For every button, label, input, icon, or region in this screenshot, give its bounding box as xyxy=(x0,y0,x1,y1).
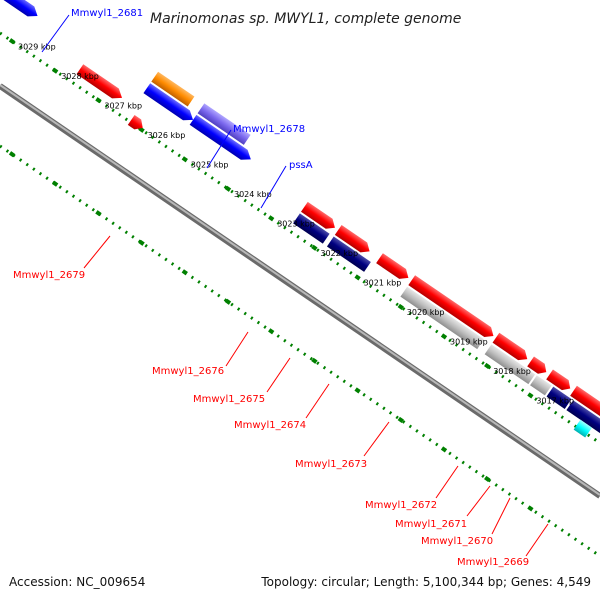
gene-cyan-edge[interactable] xyxy=(573,419,592,438)
gene-mmwyl1-2678[interactable] xyxy=(151,71,195,107)
tick-label: 3029 kbp xyxy=(18,42,56,51)
gene-mmwyl1-2669[interactable] xyxy=(546,369,573,393)
outer-tick xyxy=(440,333,448,340)
outer-tick xyxy=(484,362,491,369)
outer-tick xyxy=(397,303,404,310)
outer-tick xyxy=(527,392,534,399)
gene-mmwyl1-2670-b[interactable] xyxy=(546,386,572,409)
outer-tick xyxy=(95,97,102,104)
inner-tick xyxy=(224,298,232,305)
tick-label: 3019 kbp xyxy=(450,338,488,347)
callout-mmwyl1-2673 xyxy=(363,421,390,457)
outer-tick xyxy=(224,185,232,192)
inner-tick xyxy=(138,239,145,246)
label-mmwyl1-2671[interactable]: Mmwyl1_2671 xyxy=(395,519,467,530)
callout-lines xyxy=(41,14,549,557)
tick-label: 3023 kbp xyxy=(277,219,315,228)
callout-mmwyl1-2669 xyxy=(525,523,549,557)
gene-mmwyl1-2681[interactable] xyxy=(0,0,41,21)
callout-mmwyl1-2678 xyxy=(206,129,232,169)
accession-text: Accession: NC_009654 xyxy=(9,575,145,589)
tick-label: 3026 kbp xyxy=(148,131,186,140)
callout-mmwyl1-2679 xyxy=(83,235,111,269)
inner-tick xyxy=(311,357,318,364)
label-mmwyl1-2670[interactable]: Mmwyl1_2670 xyxy=(421,536,493,547)
gene-mmwyl1-2670[interactable] xyxy=(527,356,549,377)
genome-backbone-highlight xyxy=(0,84,600,496)
tick-label: 3025 kbp xyxy=(191,160,229,169)
callout-mmwyl1-2675 xyxy=(266,357,291,393)
inner-tick xyxy=(95,210,102,217)
outer-tick xyxy=(52,67,59,74)
gene-mmwyl1-2675-b[interactable] xyxy=(326,236,371,272)
callout-mmwyl1-2674 xyxy=(305,383,330,419)
inner-tick xyxy=(397,416,404,423)
inner-tick xyxy=(527,505,534,512)
tick-label: 3020 kbp xyxy=(407,308,445,317)
outer-tick xyxy=(181,156,188,163)
tick-label: 3027 kbp xyxy=(104,101,142,110)
inner-tick xyxy=(181,269,188,276)
callout-mmwyl1-2670 xyxy=(491,497,511,535)
callout-mmwyl1-2671 xyxy=(466,485,491,517)
gene-mmwyl1-2674[interactable] xyxy=(376,253,412,283)
label-mmwyl1-2679[interactable]: Mmwyl1_2679 xyxy=(13,270,85,281)
gene-mmwyl1-2671[interactable] xyxy=(530,375,552,396)
outer-tick xyxy=(311,244,318,251)
outer-tick xyxy=(138,126,145,133)
gene-mmwyl1-2672[interactable] xyxy=(492,332,531,364)
callout-mmwyl1-2676 xyxy=(225,331,249,367)
callout-mmwyl1-2672 xyxy=(435,465,459,499)
inner-tick xyxy=(8,151,16,158)
topology-text: Topology: circular; Length: 5,100,344 bp… xyxy=(260,575,591,589)
label-pssA[interactable]: pssA xyxy=(289,160,313,171)
label-mmwyl1-2669[interactable]: Mmwyl1_2669 xyxy=(457,557,529,568)
gene-mmwyl1-2669-c[interactable] xyxy=(566,400,600,445)
tick-label: 3018 kbp xyxy=(493,367,531,376)
inner-tick xyxy=(52,180,59,187)
inner-tick xyxy=(354,387,361,394)
gene-mmwyl1-2672-b[interactable] xyxy=(484,344,536,385)
gene-mmwyl1-2673[interactable] xyxy=(408,275,497,341)
outer-dotted-ring xyxy=(0,31,600,445)
gene-mmwyl1-2675[interactable] xyxy=(334,224,373,256)
map-title: Marinomonas sp. MWYL1, complete genome xyxy=(150,11,461,27)
label-mmwyl1-2678[interactable]: Mmwyl1_2678 xyxy=(233,124,305,135)
label-mmwyl1-2681[interactable]: Mmwyl1_2681 xyxy=(71,8,143,19)
gene-mmwyl1-2679[interactable] xyxy=(76,64,126,103)
gene-mmwyl1-2676-b[interactable] xyxy=(293,213,330,244)
label-mmwyl1-2674[interactable]: Mmwyl1_2674 xyxy=(234,420,306,431)
label-mmwyl1-2673[interactable]: Mmwyl1_2673 xyxy=(295,459,367,470)
callout-pssA xyxy=(260,165,287,209)
inner-major-ticks xyxy=(8,151,534,512)
gene-pssA-b[interactable] xyxy=(189,114,255,164)
label-mmwyl1-2676[interactable]: Mmwyl1_2676 xyxy=(152,366,224,377)
tick-label: 3022 kbp xyxy=(320,249,358,258)
inner-tick xyxy=(484,475,491,482)
outer-tick xyxy=(8,38,16,45)
inner-tick xyxy=(268,328,275,335)
gene-mmwyl1-2673-b[interactable] xyxy=(400,286,484,350)
label-mmwyl1-2675[interactable]: Mmwyl1_2675 xyxy=(193,394,265,405)
tick-labels: 3029 kbp 3028 kbp 3027 kbp 3026 kbp 3025 kbp… xyxy=(18,42,574,405)
tick-label: 3017 kbp xyxy=(536,397,574,406)
inner-tick xyxy=(440,446,448,453)
outer-tick xyxy=(354,274,361,281)
tick-label: 3028 kbp xyxy=(61,72,99,81)
outer-major-ticks xyxy=(8,38,534,399)
callout-mmwyl1-2681 xyxy=(41,14,70,53)
gene-mmwyl1-2676[interactable] xyxy=(301,201,338,233)
gene-mmwyl1-2669-b[interactable] xyxy=(570,385,600,433)
tick-label: 3021 kbp xyxy=(364,279,402,288)
tick-label: 3024 kbp xyxy=(234,190,272,199)
gene-mmwyl1-2678-b[interactable] xyxy=(143,83,196,125)
gene-pssA[interactable] xyxy=(197,103,251,145)
outer-tick xyxy=(268,215,275,222)
label-mmwyl1-2672[interactable]: Mmwyl1_2672 xyxy=(365,500,437,511)
gene-mmwyl1-2679-small[interactable] xyxy=(127,114,146,133)
